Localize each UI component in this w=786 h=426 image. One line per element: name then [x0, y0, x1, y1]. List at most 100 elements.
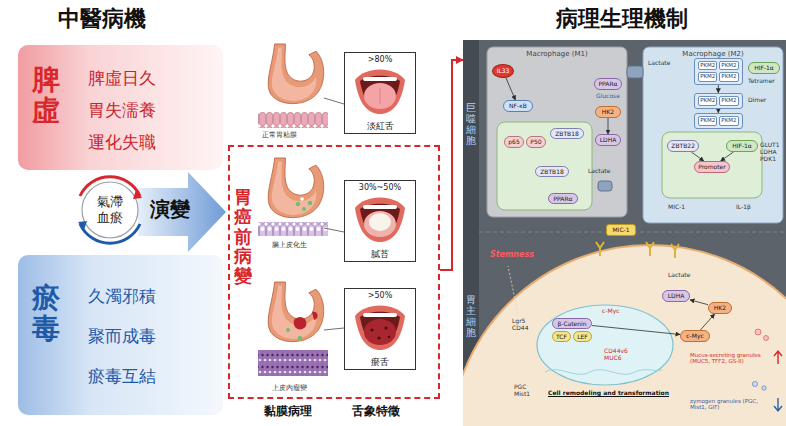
dna-strand — [545, 370, 662, 375]
tongue-box: 30%~50%膩苔 — [344, 180, 416, 262]
nucleus — [662, 132, 762, 198]
process-label: Cell remodeling and transformation — [548, 390, 669, 397]
protein-oval: PPARα — [548, 193, 578, 204]
pathogenesis-box: 瘀毒久濁邪積聚而成毒瘀毒互結 — [18, 255, 223, 415]
node-heading: >50% — [345, 291, 415, 300]
node-text: LEF — [577, 334, 588, 340]
node-text: 膩苔 — [345, 248, 415, 261]
leader-line — [324, 228, 344, 232]
node-text: HIF-1α — [754, 65, 774, 71]
gene-label: MIC-1 — [668, 204, 685, 211]
protein-oval: ZBTB18 — [550, 128, 584, 139]
node-text: P50 — [530, 139, 541, 145]
m2-fill — [643, 47, 783, 223]
cycle-arrow-head — [78, 221, 87, 230]
promoter-box: Promoter — [694, 161, 730, 173]
node-text: HK2 — [602, 109, 614, 115]
node-text: Promoter — [698, 164, 726, 170]
cycle-arrow — [80, 177, 140, 196]
circle-fill — [82, 182, 138, 238]
mucosa-caption: 上皮內瘤變 — [272, 384, 307, 392]
node-heading: 脾虛 — [32, 65, 60, 127]
node-text: 淡紅舌 — [345, 120, 415, 133]
connector — [718, 85, 719, 93]
node-text: ZBTB18 — [555, 131, 579, 137]
node-text: PKM2 — [719, 61, 738, 71]
granule-label: zymogen granules (PGC, Mist1, GIF) — [690, 398, 770, 411]
node-heading: Macrophage (M2) — [643, 50, 783, 58]
transporter — [598, 181, 612, 191]
pkm2-complex: PKM2PKM2PKM2PKM2 — [694, 58, 743, 85]
metabolite-label: Lactate — [668, 272, 690, 279]
node-text: PKM2 — [698, 72, 717, 82]
column-caption: 黏膜病理 — [264, 405, 312, 419]
nucleus — [497, 122, 592, 210]
enzyme-oval: HK2 — [595, 106, 621, 118]
mucosa-caption: 腸上皮化生 — [272, 241, 307, 249]
evolution-label: 演變 — [150, 198, 190, 221]
node-heading: 瘀毒 — [32, 283, 60, 345]
connector — [700, 314, 714, 330]
evolution-arrow — [138, 172, 226, 252]
protein-oval: TCF — [552, 331, 571, 342]
protein-oval: HIF-1α — [748, 62, 780, 74]
protein-oval: NF-κB — [503, 100, 533, 112]
stomach-dysplasia — [258, 282, 328, 376]
node-text: PKM2 — [698, 61, 717, 71]
tongue-box: >80%淡紅舌 — [344, 52, 416, 134]
cytokine-box: MIC-1 — [606, 224, 636, 236]
tongue-box: >50% 瘀舌 — [344, 288, 416, 370]
node-text: 脾虛日久 — [88, 67, 156, 90]
down-arrow — [774, 398, 782, 411]
connector — [440, 60, 463, 270]
stomach-metaplasia — [258, 158, 328, 236]
node-text: MIC-1 — [612, 227, 629, 233]
protein-oval: LEF — [573, 331, 592, 342]
dashed-region: 胃癌前病變30%~50%膩苔>50%瘀舌 — [228, 145, 440, 399]
node-text: PKM2 — [719, 96, 738, 106]
node-text: LDHA — [600, 137, 617, 143]
marker-label: PGC Mist1 — [514, 384, 536, 398]
node-text: ZBTB22 — [671, 143, 695, 149]
granules — [752, 329, 768, 390]
transporter — [627, 66, 643, 78]
pathogenesis-box: 脾虛脾虛日久胃失濡養運化失職 — [18, 45, 223, 170]
node-text: 胃失濡養 — [88, 99, 156, 122]
node-text: 久濁邪積 — [88, 285, 156, 308]
connector — [608, 118, 609, 134]
connector — [592, 326, 680, 335]
node-text: PKM2 — [719, 116, 738, 126]
stomach-normal — [258, 44, 328, 128]
section-title: 病理生理機制 — [556, 6, 688, 31]
node-text: 瘀舌 — [345, 356, 415, 369]
protein-oval: c-Myc — [680, 330, 710, 342]
connector — [721, 152, 734, 161]
leader-line — [508, 266, 518, 314]
marker-label: Lgr5 CD44 — [512, 318, 532, 332]
node-text: NF-κB — [509, 103, 527, 109]
tongue-pale-red — [355, 70, 405, 115]
protein-oval: ZBTB22 — [667, 140, 699, 152]
metabolite-label: Lactate — [648, 60, 670, 67]
enzyme-oval: LDHA — [662, 290, 690, 302]
macrophage-m2: Macrophage (M2)PKM2PKM2PKM2PKM2HIF-1αPKM… — [643, 47, 783, 223]
chief-cell-body — [463, 245, 786, 426]
node-text: β-Catenin — [557, 321, 586, 327]
cell-nucleus — [537, 305, 673, 385]
node-text: IL33 — [497, 68, 510, 74]
mechanism-panel: 巨噬細胞Macrophage (M1)IL33NF-κBp65P50ZBTB18… — [463, 40, 786, 426]
state-label: Tetramer — [748, 78, 775, 85]
node-text: 瘀毒互結 — [88, 365, 156, 388]
metabolite-label: Lactate — [588, 168, 610, 175]
node-text: PKM2 — [698, 116, 717, 126]
leader-line — [324, 98, 344, 104]
node-text: c-Myc — [686, 333, 704, 339]
granule-label: Mucus-secreting granules (MUC5, TFF2, GS… — [690, 352, 770, 365]
node-text: PPARα — [553, 196, 572, 202]
stemness-label: Stemness — [490, 250, 534, 259]
receptor — [596, 242, 679, 258]
protein-oval: ZBTB18 — [535, 166, 569, 177]
protein-oval: PPARα — [594, 78, 622, 90]
node-text: PKM2 — [719, 72, 738, 82]
connector — [506, 78, 515, 100]
